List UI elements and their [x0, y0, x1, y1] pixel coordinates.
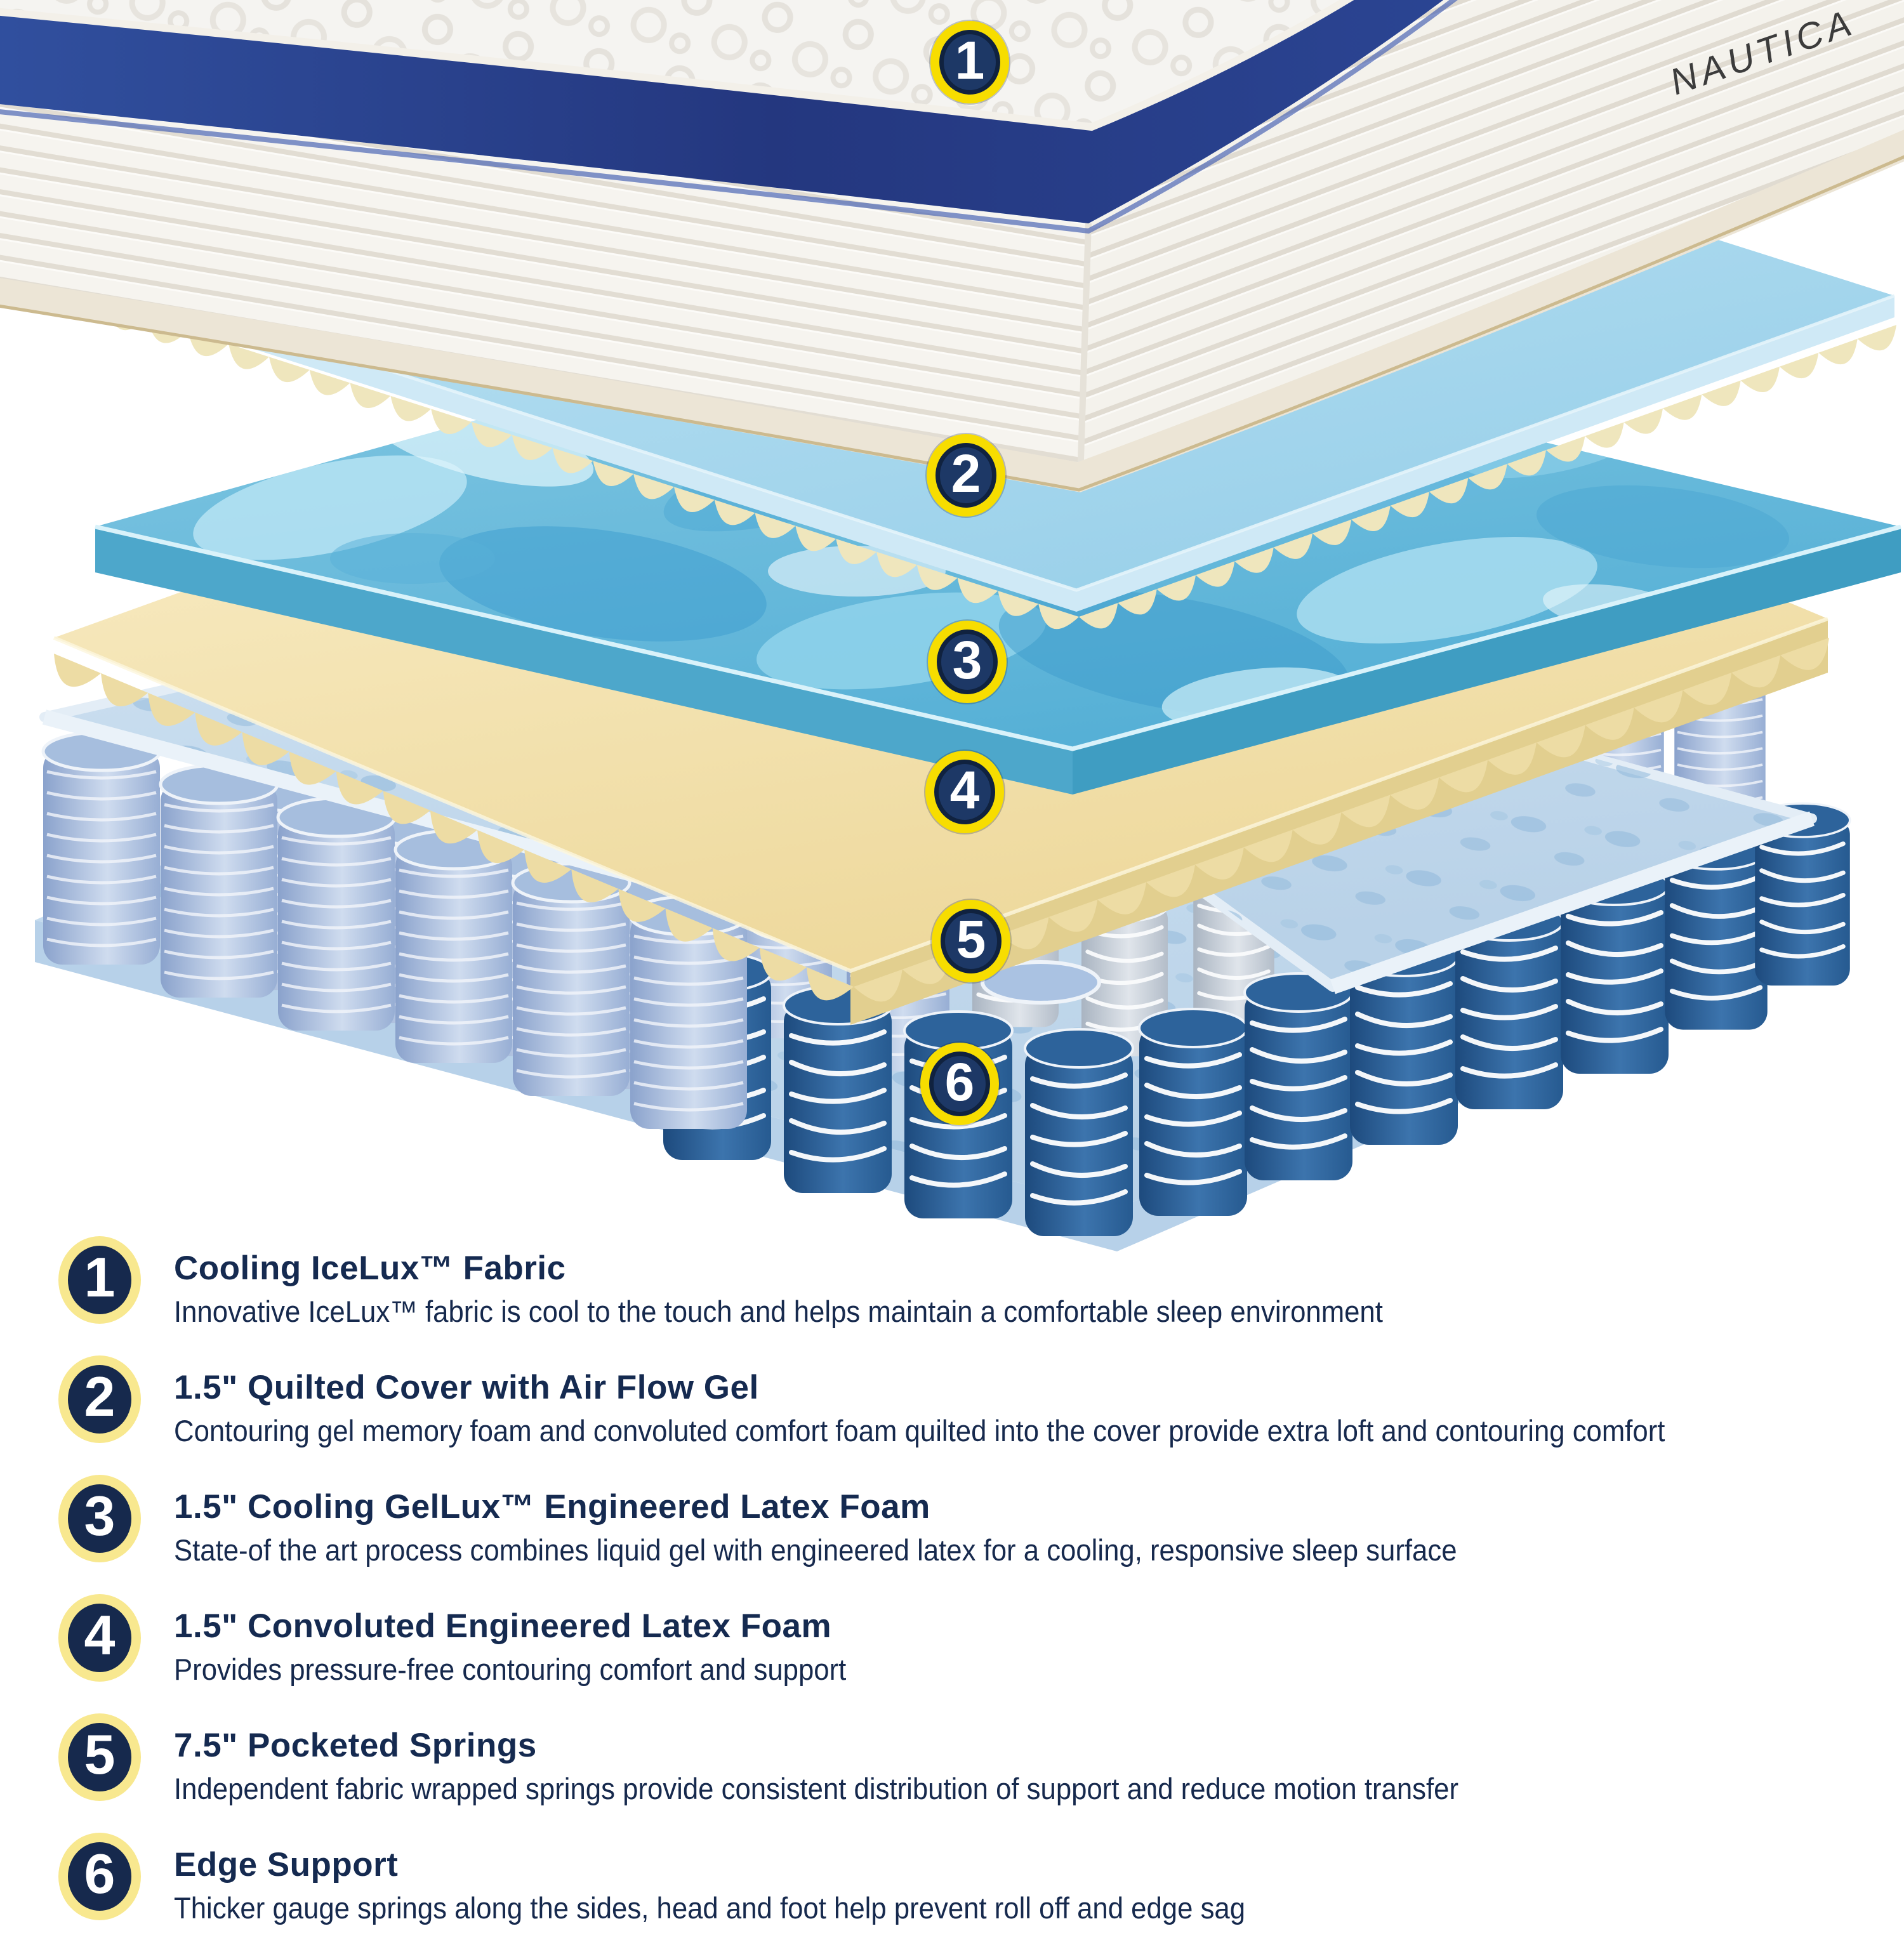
- legend-item-4: 4 1.5" Convoluted Engineered Latex Foam …: [58, 1594, 1885, 1687]
- legend-title-5: 7.5" Pocketed Springs: [174, 1727, 537, 1764]
- legend-description-6: Thicker gauge springs along the sides, h…: [174, 1891, 1246, 1925]
- legend-title-3: 1.5" Cooling GelLux™ Engineered Latex Fo…: [174, 1488, 930, 1526]
- legend-number-1: 1: [58, 1236, 141, 1324]
- legend-item-6: 6 Edge Support Thicker gauge springs alo…: [58, 1833, 1885, 1925]
- legend-description-5: Independent fabric wrapped springs provi…: [174, 1772, 1458, 1805]
- legend-title-1: Cooling IceLux™ Fabric: [174, 1250, 566, 1287]
- legend-description-3: State-of the art process combines liquid…: [174, 1533, 1457, 1567]
- legend-number-2: 2: [58, 1355, 141, 1443]
- legend-item-1: 1 Cooling IceLux™ Fabric Innovative IceL…: [58, 1236, 1885, 1329]
- legend-title-4: 1.5" Convoluted Engineered Latex Foam: [174, 1607, 832, 1645]
- legend-number-6: 6: [58, 1833, 141, 1920]
- mattress-exploded-diagram: NAUTICA 1 2 3 4 5 6: [0, 0, 1904, 1251]
- mattress-layers-illustration: NAUTICA: [0, 0, 1904, 1251]
- legend-item-2: 2 1.5" Quilted Cover with Air Flow Gel C…: [58, 1355, 1885, 1448]
- layer-callout-4: 4: [925, 751, 1004, 833]
- layer-legend: 1 Cooling IceLux™ Fabric Innovative IceL…: [58, 1236, 1885, 1952]
- legend-number-4: 4: [58, 1594, 141, 1682]
- layer-callout-5: 5: [932, 900, 1010, 982]
- mattress-band: [0, 0, 1444, 223]
- legend-item-5: 5 7.5" Pocketed Springs Independent fabr…: [58, 1713, 1885, 1806]
- legend-item-3: 3 1.5" Cooling GelLux™ Engineered Latex …: [58, 1475, 1885, 1567]
- mattress-top-layer: NAUTICA: [0, 0, 1904, 492]
- layer-callout-1: 1: [930, 21, 1009, 103]
- layer-callout-2: 2: [927, 434, 1005, 517]
- legend-title-6: Edge Support: [174, 1846, 399, 1883]
- legend-description-2: Contouring gel memory foam and convolute…: [174, 1414, 1665, 1448]
- layer-callout-6: 6: [920, 1043, 999, 1125]
- legend-description-4: Provides pressure-free contouring comfor…: [174, 1652, 847, 1686]
- layer-callout-3: 3: [928, 621, 1007, 703]
- legend-title-2: 1.5" Quilted Cover with Air Flow Gel: [174, 1369, 759, 1406]
- legend-number-3: 3: [58, 1475, 141, 1562]
- legend-description-1: Innovative IceLux™ fabric is cool to the…: [174, 1295, 1383, 1328]
- legend-number-5: 5: [58, 1713, 141, 1801]
